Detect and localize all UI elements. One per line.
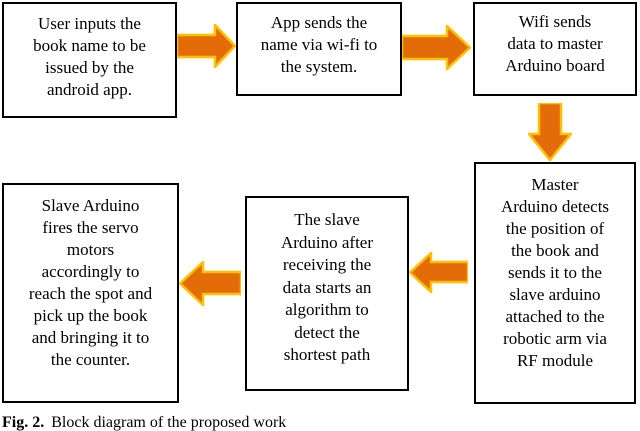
figure-caption-text: Block diagram of the proposed work [51, 414, 287, 431]
block-arrow-left-icon [179, 261, 241, 306]
box-slave-path: The slave Arduino after receiving the da… [245, 196, 409, 391]
box-wifi-sends-text: Wifi sends data to master Arduino board [505, 12, 605, 75]
box-wifi-sends: Wifi sends data to master Arduino board [473, 2, 637, 96]
box-master-arduino: Master Arduino detects the position of t… [474, 162, 636, 404]
block-arrow-down-icon [528, 103, 572, 161]
box-user-input: User inputs the book name to be issued b… [2, 2, 177, 118]
box-slave-servo: Slave Arduino fires the servo motors acc… [2, 183, 179, 403]
box-app-sends-text: App sends the name via wi-fi to the syst… [260, 13, 378, 76]
figure-caption-label: Fig. 2. [2, 414, 45, 431]
block-arrow-right-icon [402, 25, 471, 70]
block-arrow-right-icon [177, 24, 236, 68]
box-slave-servo-text: Slave Arduino fires the servo motors acc… [28, 196, 153, 369]
box-app-sends: App sends the name via wi-fi to the syst… [236, 2, 402, 96]
box-master-arduino-text: Master Arduino detects the position of t… [500, 175, 610, 370]
figure-caption: Fig. 2. Block diagram of the proposed wor… [2, 413, 286, 431]
box-slave-path-text: The slave Arduino after receiving the da… [280, 210, 374, 364]
box-user-input-text: User inputs the book name to be issued b… [33, 14, 146, 99]
block-arrow-left-icon [409, 252, 468, 293]
